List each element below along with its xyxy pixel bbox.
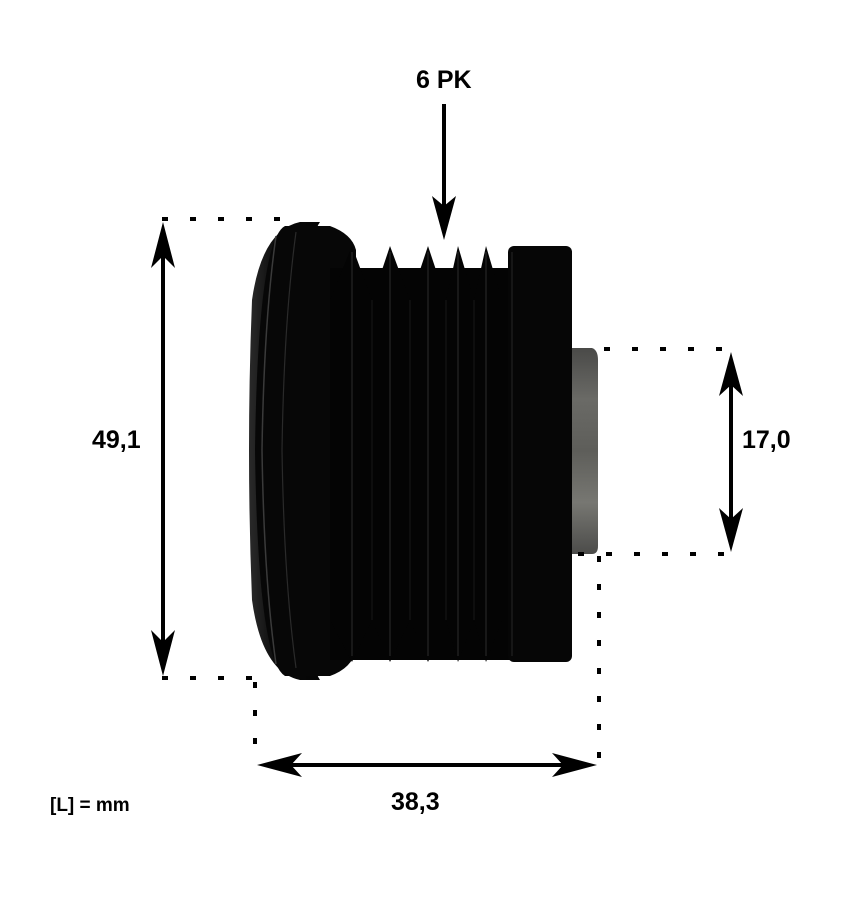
overall-length-dimension	[253, 556, 601, 777]
rib-profile-label: 6 PK	[416, 66, 472, 94]
outer-diameter-dimension	[151, 217, 290, 680]
unit-note: [L] = mm	[50, 795, 130, 816]
hub-diameter-dimension	[578, 347, 743, 556]
overall-length-label: 38,3	[391, 788, 440, 816]
pulley-ribs	[330, 246, 512, 662]
hub-diameter-label: 17,0	[742, 426, 791, 454]
front-flange	[508, 246, 572, 662]
outer-diameter-label: 49,1	[92, 426, 141, 454]
rib-profile-arrow	[432, 104, 456, 240]
hub-sleeve	[572, 348, 598, 554]
pulley-body	[249, 222, 598, 680]
